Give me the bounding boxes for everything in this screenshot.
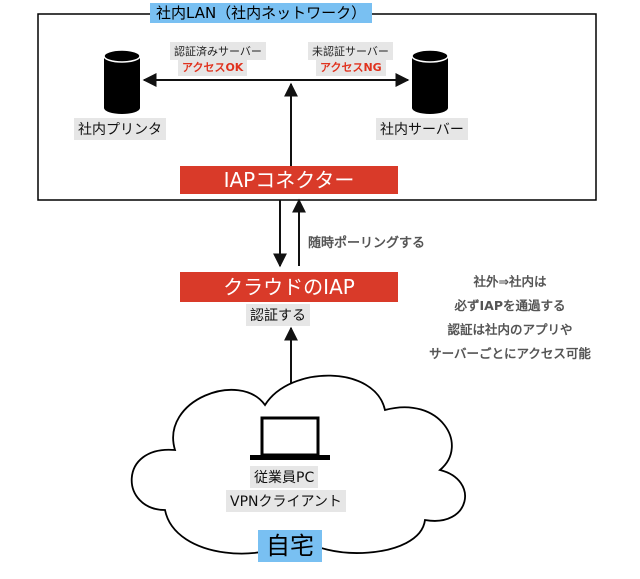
laptop-icon — [250, 416, 330, 460]
server-label: 社内サーバー — [376, 118, 468, 140]
cloud-iap: クラウドのIAP — [180, 272, 398, 302]
iap-connector: IAPコネクター — [180, 166, 398, 194]
iap-auth-label: 認証する — [246, 304, 310, 326]
cloud-shape — [130, 374, 466, 555]
access-note-line-2: 必ずIAPを通過する — [454, 298, 566, 313]
printer-label: 社内プリンタ — [74, 118, 166, 140]
access-note-line-1: 社外⇒社内は — [473, 274, 547, 289]
access-note-line-4: サーバーごとにアクセス可能 — [429, 346, 591, 361]
right-access-status: アクセスNG — [316, 58, 386, 76]
left-access-status: アクセスOK — [178, 58, 248, 76]
employee-pc-label: 従業員PC — [250, 466, 319, 488]
access-note-line-3: 認証は社内のアプリや — [447, 322, 573, 337]
home-title: 自宅 — [258, 530, 322, 562]
vpn-client-label: VPNクライアント — [226, 490, 346, 512]
polling-label: 随時ポーリングする — [308, 236, 426, 251]
printer-cylinder-icon — [103, 49, 141, 114]
server-cylinder-icon — [411, 49, 449, 114]
right-access-label: 未認証サーバー — [308, 42, 393, 60]
left-access-label: 認証済みサーバー — [170, 42, 266, 60]
access-note: 社外⇒社内は 必ずIAPを通過する 認証は社内のアプリや サーバーごとにアクセス… — [405, 270, 615, 366]
lan-title: 社内LAN（社内ネットワーク） — [150, 3, 373, 23]
